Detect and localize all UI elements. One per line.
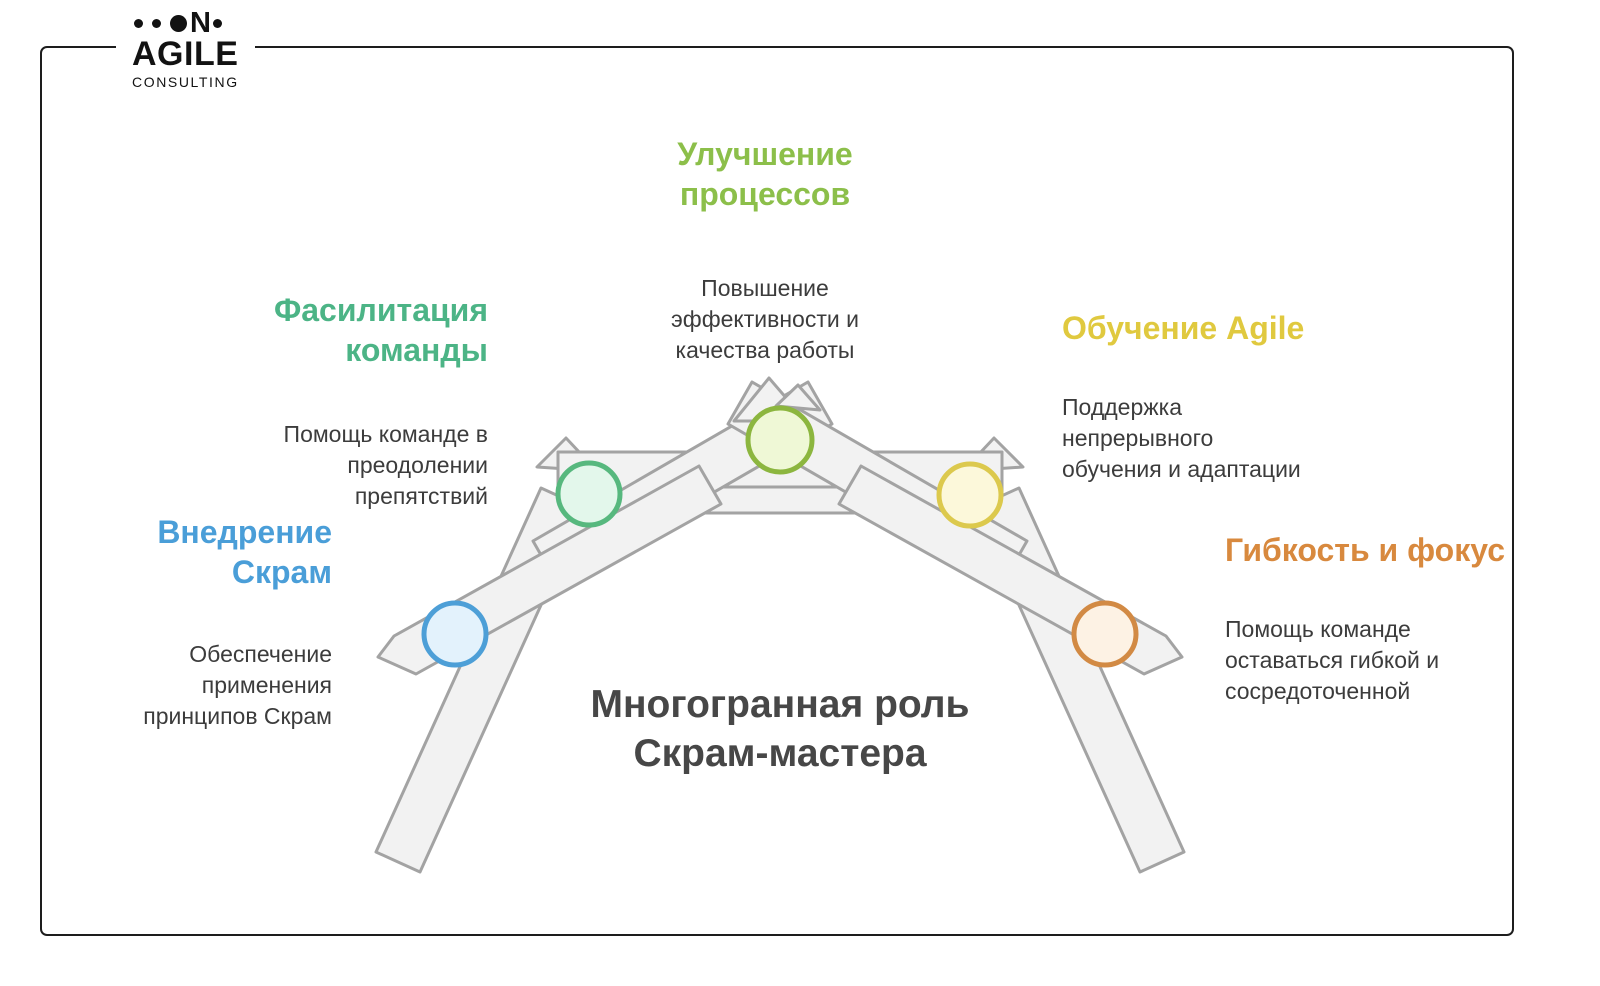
block-focus-title: Гибкость и фокус [1225, 532, 1506, 568]
block-scrum-title: Внедрение Скрам [157, 514, 332, 591]
block-agile-subtitle: Поддержка непрерывного обучения и адапта… [1062, 394, 1301, 483]
logo-letter: N [190, 6, 211, 39]
logo-dot-icon [152, 18, 161, 28]
block-scrum-implementation: Внедрение Скрам Обеспечение применения п… [60, 494, 332, 750]
block-process-improvement: Улучшение процессов Повышение эффективно… [590, 116, 940, 384]
onagile-logo: N AGILE CONSULTING [116, 2, 255, 94]
logo-dots-row: N [134, 6, 239, 39]
node-circle-focus [1071, 600, 1139, 668]
node-layer [421, 405, 1139, 668]
block-facilitation-title: Фасилитация команды [273, 292, 488, 369]
logo-dot-icon [134, 18, 143, 28]
block-team-facilitation: Фасилитация команды Помощь команде в пре… [195, 272, 488, 530]
block-agile-training: Обучение Agile Поддержка непрерывного об… [1062, 290, 1402, 503]
block-flexibility-focus: Гибкость и фокус Помощь команде оставать… [1225, 512, 1545, 725]
block-scrum-subtitle: Обеспечение применения принципов Скрам [143, 640, 332, 729]
block-process-subtitle: Повышение эффективности и качества работ… [671, 274, 859, 363]
node-circle-scrum [421, 600, 489, 668]
node-circle-facilitation [555, 460, 623, 528]
logo-dot-icon [212, 18, 222, 28]
logo-name: AGILE [132, 35, 239, 73]
node-circle-process [745, 405, 815, 475]
node-circle-agile [936, 461, 1004, 529]
block-focus-subtitle: Помощь команде оставаться гибкой и сосре… [1225, 616, 1440, 705]
block-facilitation-subtitle: Помощь команде в преодолении препятствий [283, 420, 488, 509]
logo-big-dot-icon [170, 14, 187, 32]
logo-tagline: CONSULTING [132, 73, 239, 90]
beam-tip-apex-small [774, 383, 822, 412]
block-agile-title: Обучение Agile [1062, 310, 1305, 346]
diagram-main-title: Многогранная роль Скрам-мастера [590, 683, 970, 776]
block-process-title: Улучшение процессов [677, 136, 853, 213]
slide-border-frame [40, 46, 1514, 936]
